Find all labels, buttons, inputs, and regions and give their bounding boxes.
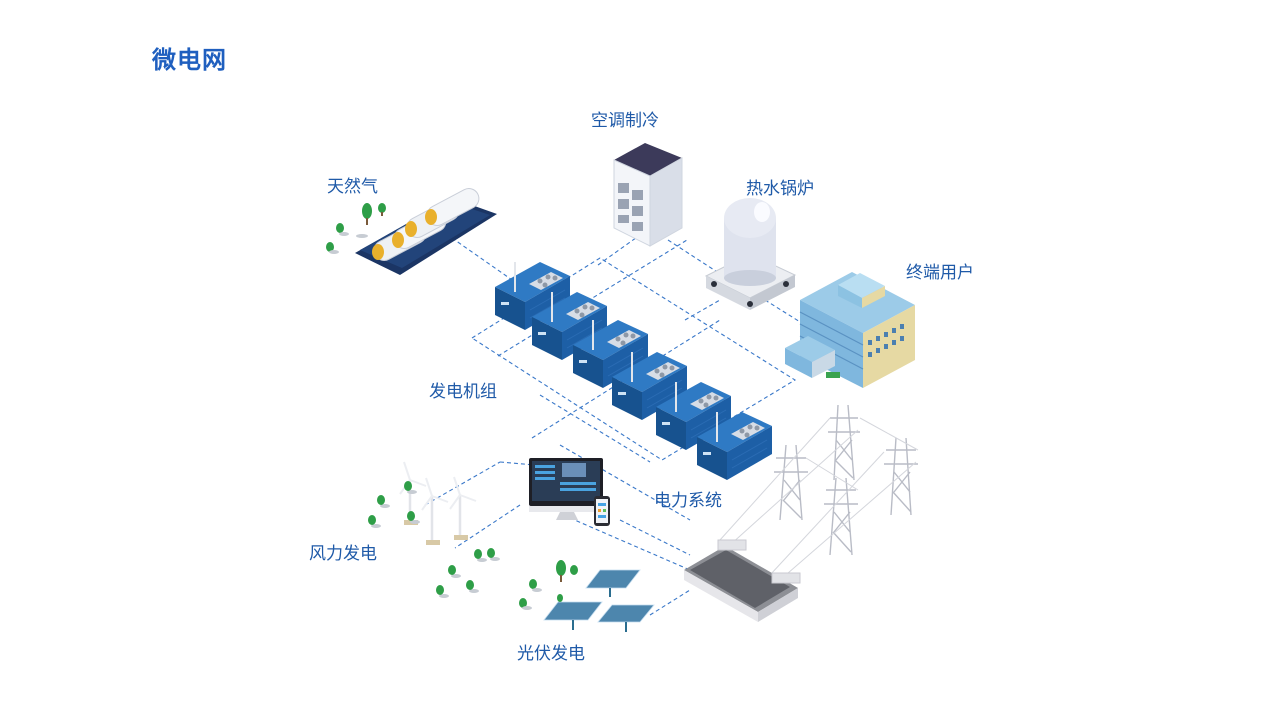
tree-icon	[519, 560, 578, 610]
tree-icon	[448, 565, 461, 578]
generator-unit	[573, 320, 648, 388]
tree-icon	[436, 585, 449, 598]
air-conditioner-unit	[613, 143, 683, 247]
label-boiler: 热水锅炉	[746, 179, 814, 199]
label-power-system: 电力系统	[654, 491, 722, 511]
wind-turbine-icon	[449, 476, 477, 540]
transmission-towers	[719, 404, 919, 581]
tree-icon	[466, 580, 479, 593]
monitor-screen	[529, 458, 603, 520]
tree-icon	[474, 549, 487, 562]
generator-unit	[612, 352, 687, 420]
solar-panel-icon	[585, 569, 641, 597]
label-hvac: 空调制冷	[591, 111, 659, 131]
label-solar: 光伏发电	[517, 644, 585, 664]
power-tower-icon	[774, 444, 808, 521]
tree-icon	[404, 481, 417, 494]
tree-icon	[326, 203, 386, 254]
label-wind: 风力发电	[309, 544, 377, 564]
solar-panel-icon	[597, 604, 655, 632]
generator-units	[495, 262, 772, 480]
tree-icon	[368, 515, 381, 528]
label-end-user: 终端用户	[906, 263, 974, 283]
natural-gas-tanks	[326, 188, 497, 275]
solar-panels	[519, 560, 655, 632]
hot-water-boiler	[704, 198, 797, 310]
power-tower-icon	[828, 404, 860, 481]
solar-panel-icon	[543, 601, 603, 630]
generator-unit	[697, 412, 772, 480]
tree-icon	[377, 495, 390, 508]
connector-lines	[424, 234, 806, 616]
wind-farm	[368, 461, 500, 598]
office-building	[785, 272, 915, 388]
wind-turbine-icon	[421, 477, 449, 545]
label-natural-gas: 天然气	[327, 177, 378, 197]
substation-building	[684, 539, 801, 622]
generator-unit	[656, 382, 731, 450]
power-tower-icon	[824, 477, 858, 556]
smartphone-icon	[594, 496, 610, 526]
power-tower-icon	[884, 437, 918, 516]
tree-icon	[487, 548, 500, 561]
label-generator: 发电机组	[429, 382, 497, 402]
page-title: 微电网	[152, 46, 227, 74]
generator-unit	[495, 262, 570, 330]
generator-unit	[532, 292, 607, 360]
tree-icon	[407, 511, 420, 524]
